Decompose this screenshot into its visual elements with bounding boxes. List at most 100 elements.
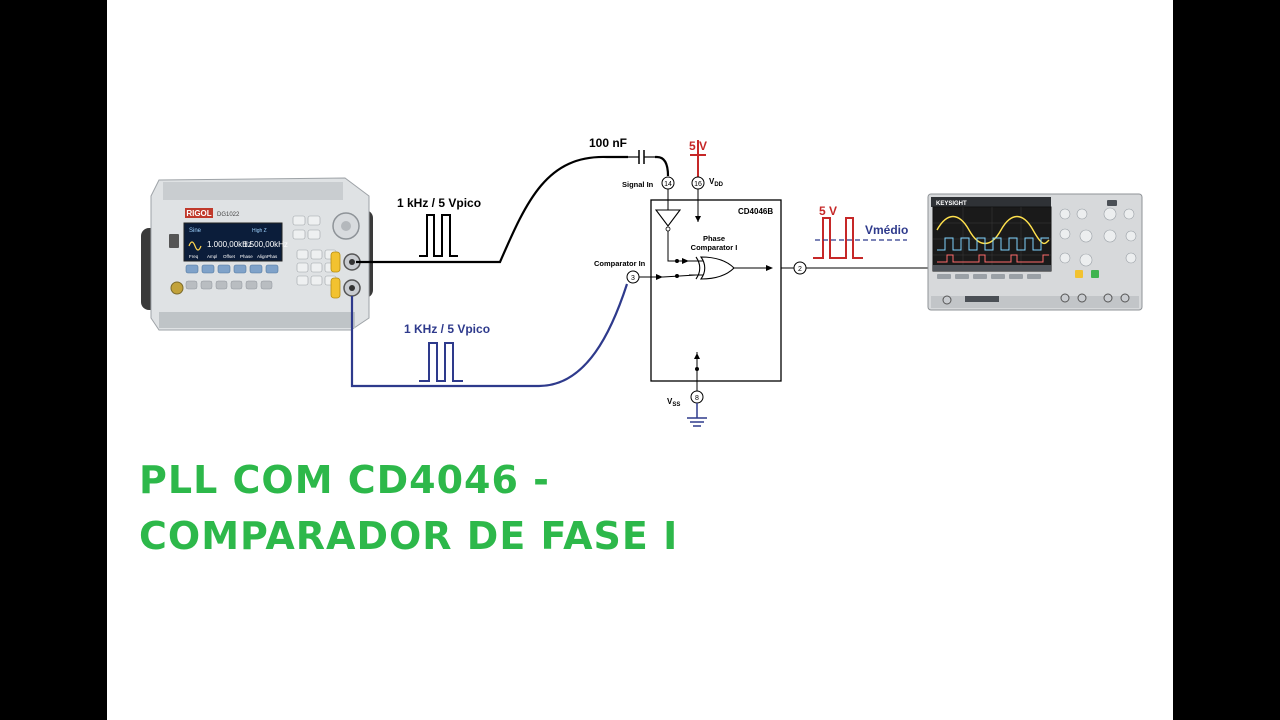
vss-node <box>695 367 699 371</box>
vss-label-sub: SS <box>672 402 680 408</box>
scope-softkey-5[interactable] <box>1009 274 1023 279</box>
title-line-1: PLL COM CD4046 - <box>139 458 550 502</box>
pin-8-number: 8 <box>695 395 699 402</box>
ic-outline <box>650 199 782 382</box>
scope-knob-11[interactable] <box>1125 252 1137 264</box>
arrow-to-xor-top <box>682 258 689 264</box>
softkey-label-5: AlignPhas <box>257 254 278 259</box>
softkey-label-4: Phase <box>240 254 253 259</box>
function-button-4[interactable] <box>230 280 243 290</box>
ch2-output-button[interactable] <box>330 277 341 299</box>
vdd-label: VDD <box>709 177 724 188</box>
signal-top-label: 1 kHz / 5 Vpico <box>397 196 481 210</box>
scope-softkey-2[interactable] <box>955 274 969 279</box>
vss-label: VSS <box>667 397 680 408</box>
pin-16-number: 16 <box>694 181 702 188</box>
keypad-key-12[interactable] <box>310 275 323 286</box>
scope-trace-sine <box>936 215 1050 245</box>
circuit-diagram: RIGOL DG1022 Sine High Z 1.000,00kHz 1.5… <box>141 136 1143 427</box>
generator-screen <box>183 222 283 262</box>
keypad-key-2[interactable] <box>307 215 321 226</box>
generator-usb-port[interactable] <box>169 234 179 248</box>
scope-knob-2[interactable] <box>1076 208 1088 220</box>
ch1-output-button[interactable] <box>330 251 341 273</box>
keypad-key-4[interactable] <box>307 229 321 240</box>
scope-ch1-button[interactable] <box>1075 270 1083 278</box>
capacitor-symbol <box>628 150 655 164</box>
output-amplitude-label: 5 V <box>819 204 837 218</box>
power-button[interactable] <box>170 281 184 295</box>
generator-ch2-freq: 1.500,00kHz <box>243 240 288 249</box>
vdd-label-main: V <box>709 177 715 186</box>
ic-name: CD4046B <box>738 207 773 216</box>
scope-power-button[interactable] <box>942 295 952 305</box>
scope-knob-5[interactable] <box>1059 228 1071 240</box>
keypad-key-1[interactable] <box>292 215 306 226</box>
scope-knob-6[interactable] <box>1079 229 1093 243</box>
node-comparator <box>675 274 679 278</box>
scope-input-3[interactable] <box>1103 293 1113 303</box>
buffer-output-node <box>665 226 671 232</box>
scope-input-4[interactable] <box>1120 293 1130 303</box>
scope-ch2-button[interactable] <box>1091 270 1099 278</box>
scope-softkey-1[interactable] <box>937 274 951 279</box>
keypad-key-9[interactable] <box>310 262 323 273</box>
scope-softkey-6[interactable] <box>1027 274 1041 279</box>
scope-run-button[interactable] <box>1107 200 1117 206</box>
rotary-knob-center <box>341 221 351 231</box>
softkey-button-4[interactable] <box>233 264 247 274</box>
sine-icon <box>188 241 202 251</box>
function-button-5[interactable] <box>245 280 258 290</box>
scope-knob-9[interactable] <box>1059 252 1071 264</box>
generator-ch1-freq: 1.000,00kHz <box>207 240 252 249</box>
keypad-key-3[interactable] <box>292 229 306 240</box>
xor-gate-input-curve <box>695 256 701 280</box>
function-button-3[interactable] <box>215 280 228 290</box>
scope-knob-1[interactable] <box>1059 208 1071 220</box>
signal-wire <box>356 155 628 264</box>
pin-2-number: 2 <box>798 266 802 273</box>
scope-knob-3[interactable] <box>1103 207 1117 221</box>
scope-input-1[interactable] <box>1060 293 1070 303</box>
keypad-key-11[interactable] <box>296 275 309 286</box>
diagram-canvas: RIGOL DG1022 Sine High Z 1.000,00kHz 1.5… <box>107 0 1173 720</box>
generator-bottom-bevel <box>159 312 355 328</box>
cd4046-block: CD4046B Signal In 14 5 V 16 VDD Phase Co… <box>594 139 935 427</box>
generator-model: DG1022 <box>217 212 240 218</box>
scope-input-2[interactable] <box>1077 293 1087 303</box>
function-button-1[interactable] <box>185 280 198 290</box>
scope-trace-output <box>937 254 1049 263</box>
generator-high-z: High Z <box>252 228 267 234</box>
softkey-button-1[interactable] <box>185 264 199 274</box>
comparator-wire <box>350 283 629 388</box>
scope-top-bar <box>931 197 1051 207</box>
xor-output-arrow <box>766 265 773 271</box>
scope-knob-10[interactable] <box>1079 253 1093 267</box>
output-pwm-wave <box>813 217 863 259</box>
signal-in-label: Signal In <box>622 180 654 189</box>
node-signal <box>675 259 679 263</box>
scope-knob-8[interactable] <box>1125 230 1137 242</box>
input-buffer <box>654 209 682 227</box>
scope-softkey-4[interactable] <box>991 274 1005 279</box>
ch1-bnc-center <box>349 259 355 265</box>
function-button-2[interactable] <box>200 280 213 290</box>
output-average-label: Vmédio <box>865 223 908 237</box>
softkey-button-6[interactable] <box>265 264 279 274</box>
scope-knob-4[interactable] <box>1123 208 1135 220</box>
keypad-key-8[interactable] <box>296 262 309 273</box>
softkey-label-3: Offset <box>223 254 236 259</box>
function-button-6[interactable] <box>260 280 273 290</box>
comparator-in-label: Comparator In <box>594 259 646 268</box>
softkey-button-3[interactable] <box>217 264 231 274</box>
keypad-key-5[interactable] <box>296 249 309 260</box>
title-line-2: COMPARADOR DE FASE I <box>139 514 679 558</box>
scope-knob-7[interactable] <box>1103 229 1117 243</box>
softkey-label-2: Ampl <box>207 254 217 259</box>
softkey-button-5[interactable] <box>249 264 263 274</box>
keypad-key-6[interactable] <box>310 249 323 260</box>
scope-softkey-3[interactable] <box>973 274 987 279</box>
softkey-button-2[interactable] <box>201 264 215 274</box>
pin-3-number: 3 <box>631 275 635 282</box>
generator-brand-plate <box>185 208 213 218</box>
